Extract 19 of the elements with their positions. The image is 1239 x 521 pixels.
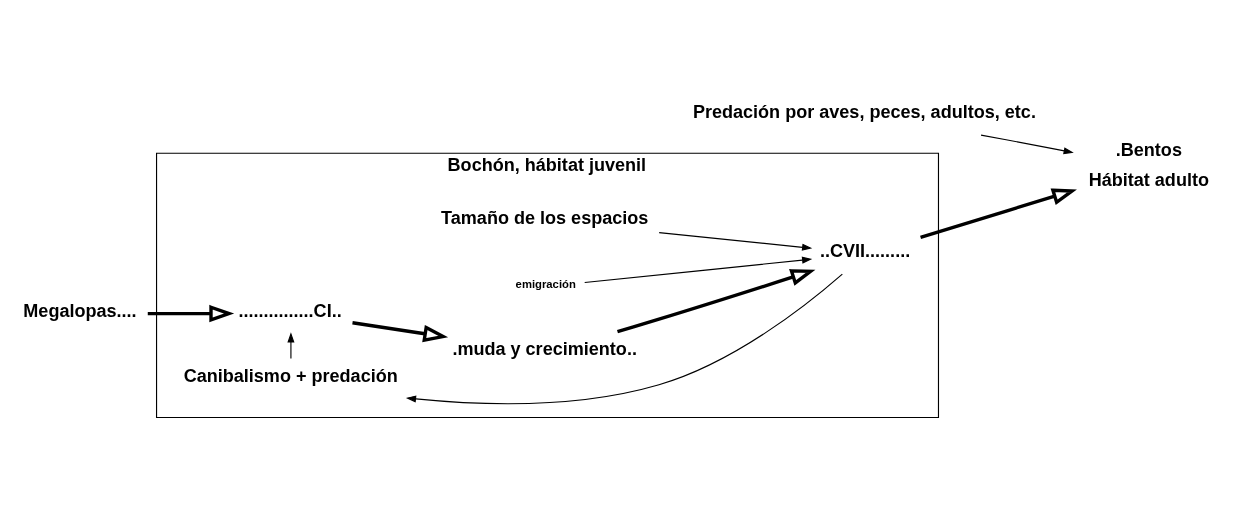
arrow — [352, 321, 449, 343]
node-text: ..CVII......... — [819, 240, 911, 261]
arrow — [584, 256, 813, 284]
arrow — [405, 273, 843, 405]
node-text: Predación por aves, peces, adultos, etc. — [692, 102, 1036, 122]
arrow — [617, 269, 816, 334]
node-text: .Bentos — [1115, 140, 1182, 161]
node-text: .muda y crecimiento.. — [452, 339, 637, 360]
node-text: Tamaño de los espacios — [441, 208, 649, 229]
node-text: Megalopas.... — [23, 300, 137, 321]
arrow — [287, 332, 295, 360]
node-text: Canibalismo + predación — [183, 366, 398, 387]
node-text: emigración — [515, 278, 576, 291]
arrow — [658, 232, 813, 251]
node-label: Hábitat adulto — [1088, 169, 1209, 190]
arrow — [980, 134, 1074, 155]
arrow — [920, 188, 1077, 239]
arrow — [147, 304, 235, 323]
node-text: ...............CI.. — [238, 300, 342, 321]
